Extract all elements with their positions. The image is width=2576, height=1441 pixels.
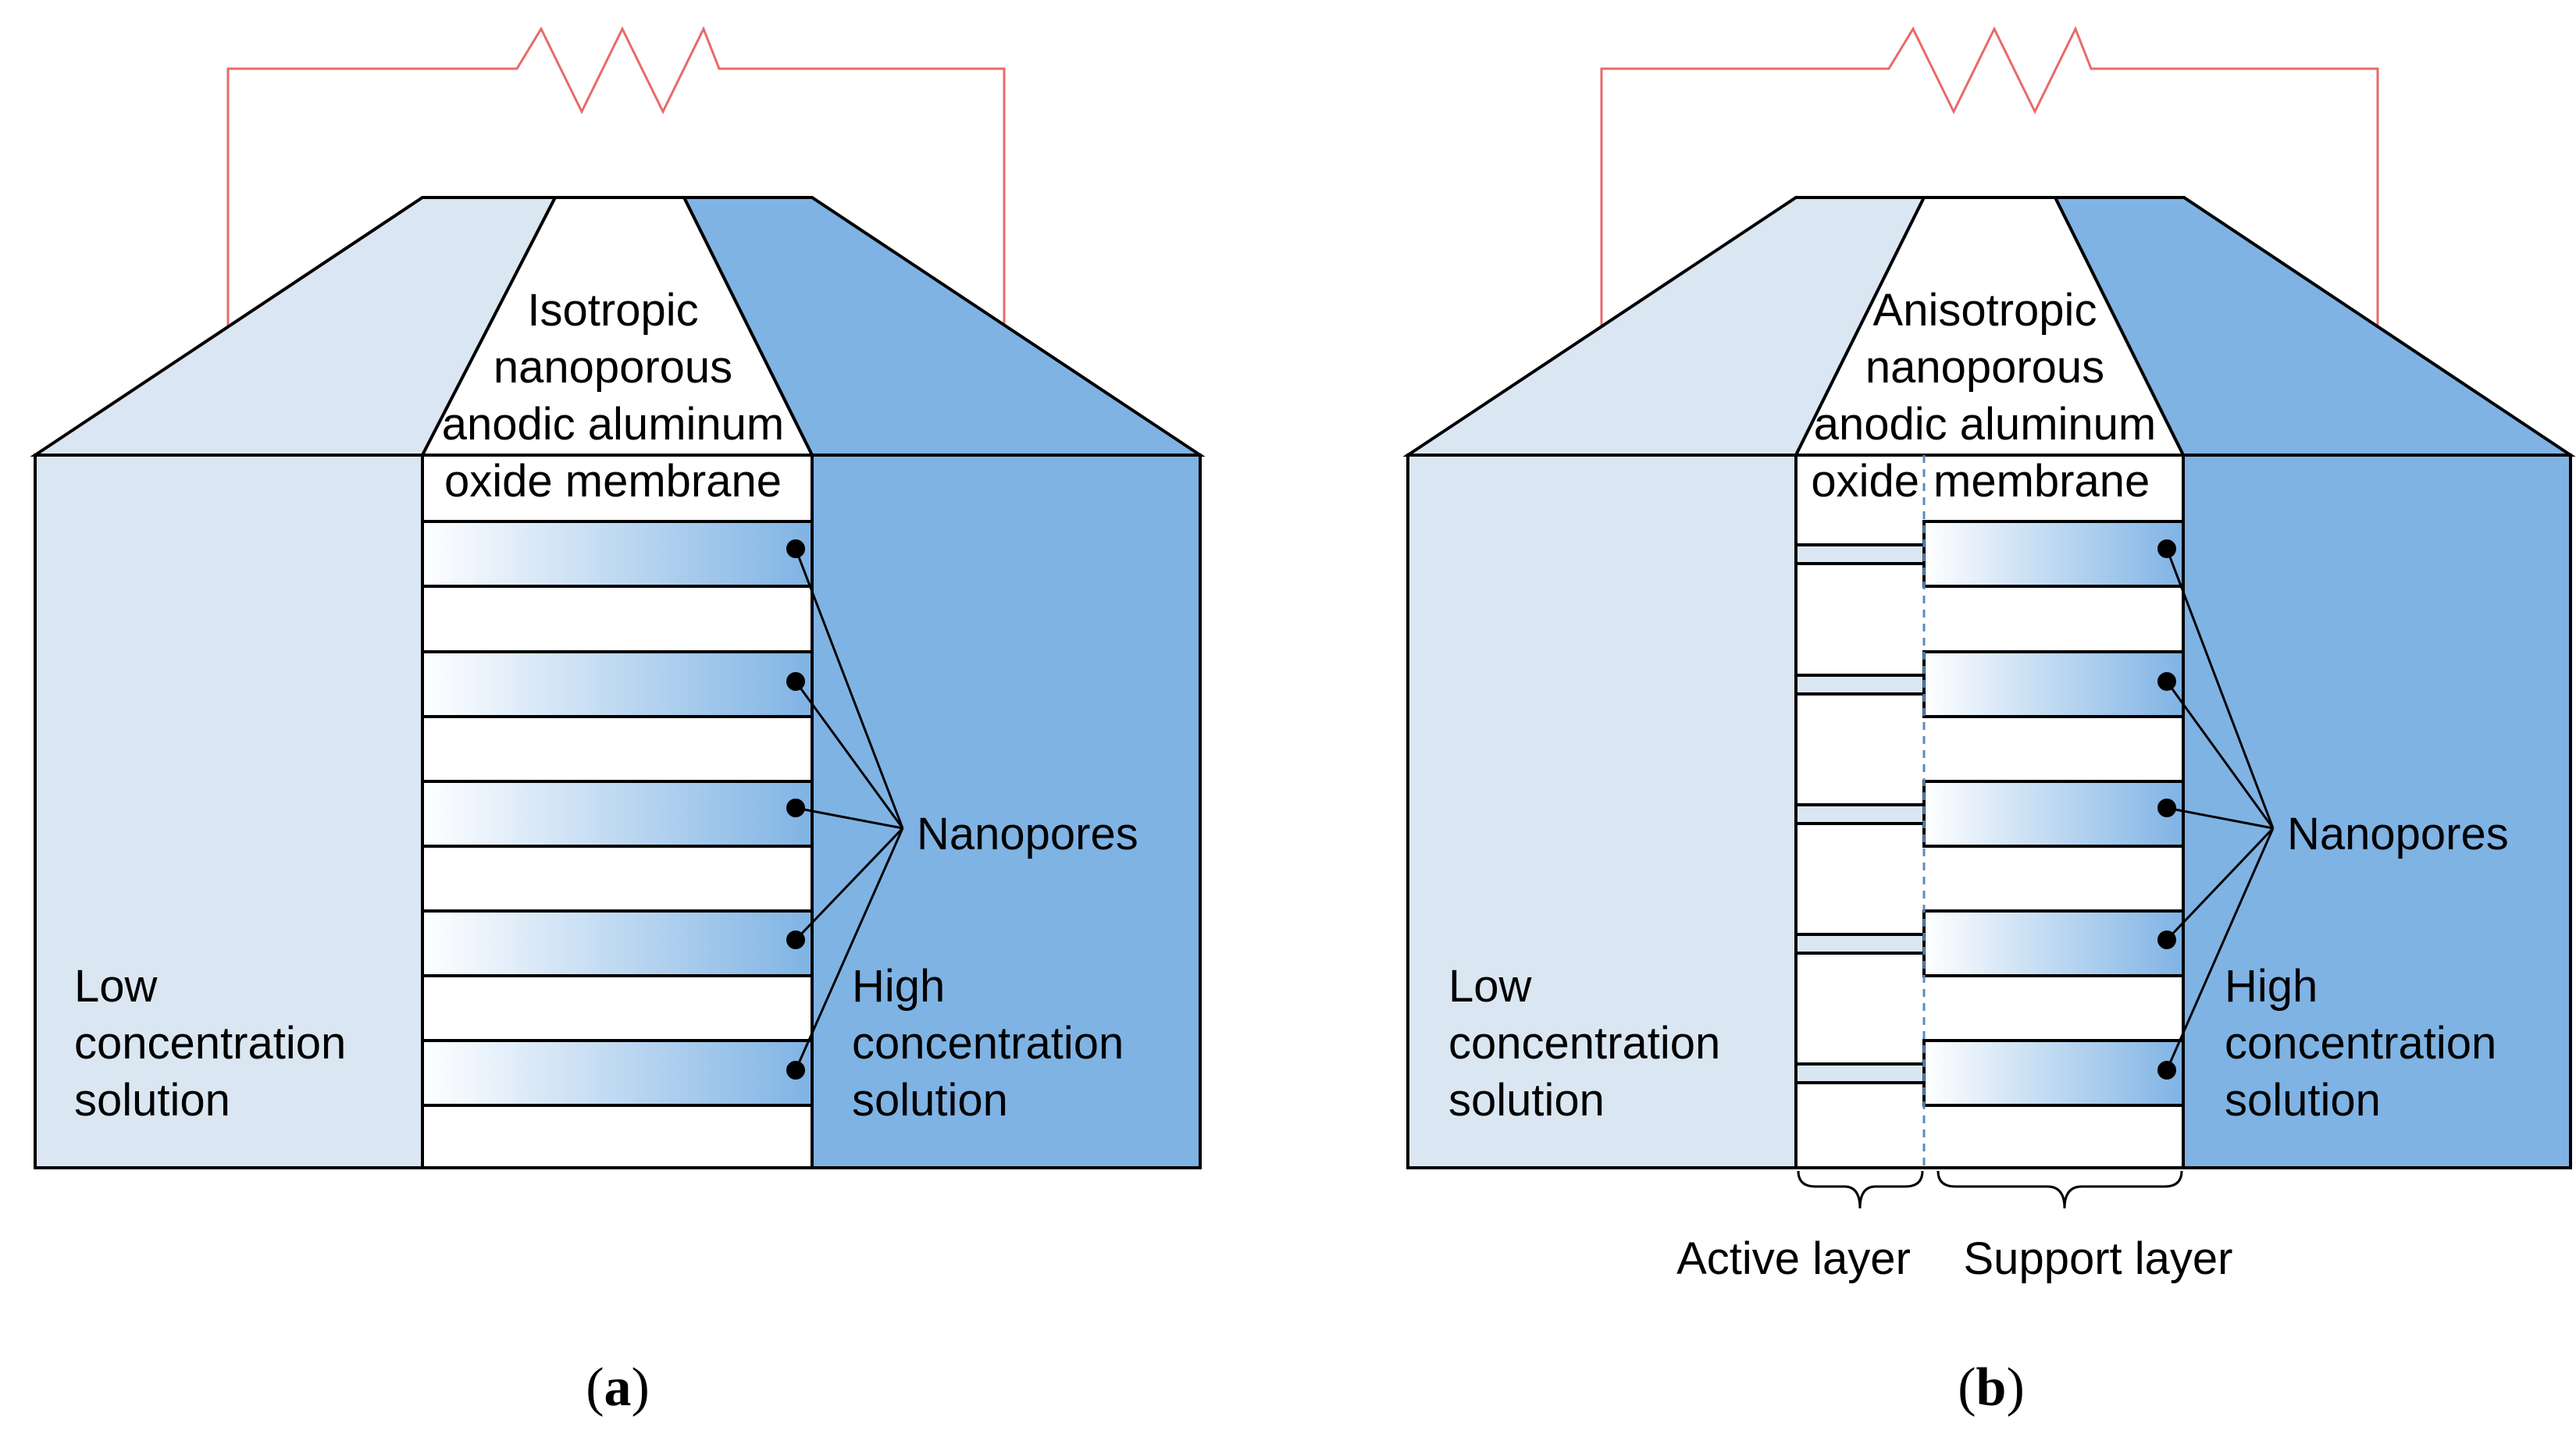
circuit-wire-a bbox=[226, 26, 1006, 777]
pointer-line-b-1 bbox=[2165, 548, 2275, 829]
nanopore-a-1 bbox=[421, 520, 814, 588]
support-layer-label: Support layer bbox=[1964, 1233, 2233, 1284]
active-pore-b-2 bbox=[1794, 674, 1926, 696]
nanopore-channels-b bbox=[1794, 520, 2185, 1107]
nanopore-pointers-a bbox=[786, 539, 904, 1080]
pore-dot-a-5 bbox=[786, 1061, 805, 1080]
high-concentration-reservoir-b bbox=[2182, 454, 2572, 1169]
active-pore-b-3 bbox=[1794, 803, 1926, 825]
pointer-line-b-4 bbox=[2165, 827, 2275, 941]
active-pore-b-4 bbox=[1794, 933, 1926, 955]
active-layer-brace bbox=[1797, 1170, 1924, 1209]
nanopore-pointers-b bbox=[2157, 539, 2275, 1080]
pore-dot-b-1 bbox=[2157, 539, 2176, 558]
high-label-a-line2: concentration bbox=[852, 1018, 1124, 1069]
high-label-b-line3: solution bbox=[2225, 1075, 2381, 1126]
pore-dot-a-4 bbox=[786, 930, 805, 949]
support-pore-b-3 bbox=[1922, 780, 2185, 848]
support-pore-b-5 bbox=[1922, 1039, 2185, 1107]
pore-dot-a-2 bbox=[786, 672, 805, 691]
caption-a-open: ( bbox=[586, 1357, 604, 1418]
low-label-a-line3: solution bbox=[74, 1075, 230, 1126]
low-label-b-line1: Low bbox=[1448, 961, 1533, 1012]
low-concentration-reservoir-b bbox=[1406, 454, 1797, 1169]
pointer-line-b-5 bbox=[2165, 827, 2275, 1071]
membrane-label-b-line1: Anisotropic bbox=[1873, 285, 2097, 336]
nanopore-a-3 bbox=[421, 780, 814, 848]
membrane-label-b-line4a: oxide bbox=[1811, 456, 1919, 507]
pointer-line-b-2 bbox=[2165, 681, 2275, 829]
membrane-label-a-line3: anodic aluminum bbox=[442, 399, 784, 450]
nanopores-label-a: Nanopores bbox=[917, 809, 1138, 859]
pointer-line-b-3 bbox=[2166, 806, 2274, 830]
pore-dot-a-3 bbox=[786, 799, 805, 817]
nanopore-a-4 bbox=[421, 909, 814, 977]
membrane-label-b-line3: anodic aluminum bbox=[1814, 399, 2156, 450]
pointer-line-a-2 bbox=[794, 681, 904, 829]
pore-dot-b-3 bbox=[2157, 799, 2176, 817]
active-layer-label: Active layer bbox=[1676, 1233, 1911, 1284]
support-layer-brace bbox=[1936, 1170, 2183, 1209]
low-concentration-reservoir-a bbox=[34, 454, 424, 1169]
membrane-label-b-line4b: membrane bbox=[1933, 456, 2150, 507]
nanopore-channels-a bbox=[421, 520, 814, 1107]
low-label-a-line2: concentration bbox=[74, 1018, 346, 1069]
support-pore-b-4 bbox=[1922, 909, 2185, 977]
panel-b-anisotropic: Anisotropic nanoporous anodic aluminum o… bbox=[1402, 26, 2576, 1418]
pore-dot-b-2 bbox=[2157, 672, 2176, 691]
high-label-a-line3: solution bbox=[852, 1075, 1008, 1126]
caption-b: (b) bbox=[1958, 1357, 2025, 1418]
membrane-label-a-line4: oxide membrane bbox=[444, 456, 782, 507]
caption-b-letter: b bbox=[1976, 1357, 2007, 1418]
active-pore-b-5 bbox=[1794, 1062, 1926, 1084]
nanopore-a-2 bbox=[421, 650, 814, 718]
membrane-label-b-line2: nanoporous bbox=[1865, 342, 2104, 393]
high-concentration-reservoir-a bbox=[811, 454, 1202, 1169]
support-pore-b-1 bbox=[1922, 520, 2185, 588]
pore-dot-a-1 bbox=[786, 539, 805, 558]
caption-a-letter: a bbox=[604, 1357, 632, 1418]
high-label-b-line1: High bbox=[2225, 961, 2318, 1012]
pore-dot-b-5 bbox=[2157, 1061, 2176, 1080]
pointer-line-a-5 bbox=[794, 827, 904, 1071]
membrane-label-a-line2: nanoporous bbox=[493, 342, 732, 393]
panel-a-isotropic: Isotropic nanoporous anodic aluminum oxi… bbox=[30, 26, 1206, 1418]
membrane-label-a-line1: Isotropic bbox=[527, 285, 698, 336]
pointer-line-a-3 bbox=[795, 806, 903, 830]
nanopore-a-5 bbox=[421, 1039, 814, 1107]
caption-a: (a) bbox=[586, 1357, 650, 1418]
pointer-line-a-1 bbox=[794, 548, 904, 829]
caption-a-close: ) bbox=[632, 1357, 650, 1418]
caption-b-open: ( bbox=[1958, 1357, 1976, 1418]
low-label-b-line3: solution bbox=[1448, 1075, 1605, 1126]
support-pore-b-2 bbox=[1922, 650, 2185, 718]
pointer-line-a-4 bbox=[794, 827, 904, 941]
nanopores-label-b: Nanopores bbox=[2287, 809, 2509, 859]
low-label-b-line2: concentration bbox=[1448, 1018, 1720, 1069]
caption-b-close: ) bbox=[2006, 1357, 2024, 1418]
high-label-a-line1: High bbox=[852, 961, 945, 1012]
low-label-a-line1: Low bbox=[74, 961, 159, 1012]
high-label-b-line2: concentration bbox=[2225, 1018, 2496, 1069]
active-pore-b-1 bbox=[1794, 543, 1926, 565]
circuit-wire-b bbox=[1600, 26, 2379, 777]
pore-dot-b-4 bbox=[2157, 930, 2176, 949]
